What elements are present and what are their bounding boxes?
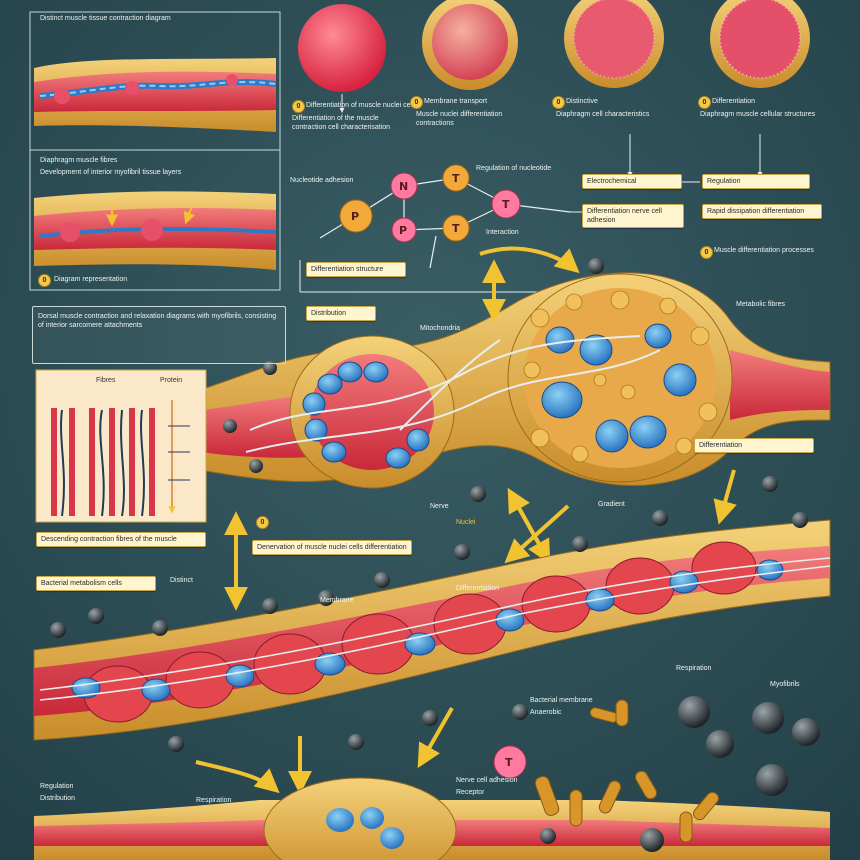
right-tag: Metabolic fibres: [736, 301, 786, 308]
step-number: 0: [552, 96, 565, 109]
muscle-junction-lower: [34, 777, 830, 860]
mid-left-box: Denervation of muscle nuclei cells diffe…: [252, 540, 412, 555]
label-distinct: Distinct: [170, 577, 193, 584]
inset-caption-1: Descending contraction fibres of the mus…: [36, 532, 206, 547]
center-box-c: Distribution: [306, 306, 376, 321]
fiber-label: Diaphragm muscle fibres: [40, 157, 118, 164]
molecule-nodes: P N T P T T: [339, 164, 521, 243]
muscle-junction-upper: [199, 272, 831, 489]
center-box-a: Differentiation structure: [306, 262, 406, 277]
fat-globules-upper: [523, 290, 718, 463]
step-number: 0: [256, 516, 269, 529]
cell-subcaption: Muscle nuclei differentiation contractio…: [416, 111, 503, 127]
label-bottom-right: Bacterial membrane: [530, 697, 593, 704]
nerve-fibres-upper: [245, 335, 661, 453]
label-nerve: Nerve: [430, 503, 449, 510]
molecule-letter: T: [452, 172, 460, 185]
cell-caption: Membrane transport: [424, 98, 488, 105]
right-box-4: Rapid dissipation differentiation: [702, 204, 822, 219]
bacteria-cluster: [534, 699, 719, 843]
cell-row: [298, 0, 810, 92]
cell-caption: Differentiation of muscle nuclei cells: [306, 102, 418, 109]
molecule-label-right: Regulation of nucleotide: [476, 165, 552, 172]
fiber-note: Development of interior myofibril tissue…: [40, 169, 182, 176]
molecule-node-bottom: [493, 745, 527, 779]
molecule-letter: T: [505, 756, 513, 769]
cell-subcaption: Diaphragm cell characteristics: [556, 111, 650, 118]
right-box-1: Electrochemical: [582, 174, 682, 189]
yellow-arrows: [195, 246, 737, 795]
dark-spheres: [640, 696, 820, 852]
step-number: 0: [292, 100, 305, 113]
receptor-dots: [50, 258, 808, 844]
inset-caption-2: Bacterial metabolism cells: [36, 576, 156, 591]
label-gradient: Gradient: [598, 501, 625, 508]
molecule-letter: T: [502, 198, 510, 211]
nerve-fibres-lower: [39, 557, 831, 701]
fiber-panel-top: [29, 11, 281, 151]
legend-title: Diagram representation: [54, 276, 128, 283]
fiber-panel-middle: [29, 149, 281, 291]
molecule-letter: P: [351, 210, 359, 223]
step-number: 0: [700, 246, 713, 259]
label-differentiation: Differentiation: [456, 585, 500, 592]
step-number: 0: [410, 96, 423, 109]
nuclei-upper: [302, 323, 697, 469]
cell-caption: Differentiation: [712, 98, 756, 105]
cell-subcaption: Diaphragm muscle cellular structures: [700, 111, 816, 118]
label-bottom-mid: Respiration: [196, 797, 232, 804]
label-bottom-center-2: Receptor: [456, 789, 485, 796]
step-number: 0: [38, 274, 51, 287]
top-caption: Distinct muscle tissue contraction diagr…: [40, 15, 171, 22]
nuclei-lower: [71, 559, 784, 702]
label-membrane: Membrane: [320, 597, 354, 604]
label-far-right: Respiration: [676, 665, 712, 672]
cell-caption: Distinctive: [566, 98, 598, 105]
sarcomere-inset: [35, 369, 207, 523]
label-bottom-left-2: Distribution: [40, 795, 76, 802]
molecule-label-bottom: Interaction: [486, 229, 519, 236]
cell-subcaption: Differentiation of the muscle contractio…: [292, 115, 391, 131]
right-note: Muscle differentiation processes: [714, 247, 814, 254]
center-tag: Mitochondria: [420, 325, 461, 332]
molecule-letter: P: [399, 224, 407, 237]
molecule-label-left: Nucleotide adhesion: [290, 177, 354, 184]
label-bottom-center: Nerve cell adhesion: [456, 777, 518, 784]
center-box-b: Differentiation: [694, 438, 814, 453]
right-box-2: Differentiation nerve cell adhesion: [582, 204, 684, 228]
label-nuclei: Nuclei: [456, 519, 476, 526]
molecule-letter: T: [452, 222, 460, 235]
molecule-letter: N: [399, 180, 408, 193]
right-box-3: Regulation: [702, 174, 810, 189]
step-number: 0: [698, 96, 711, 109]
description-text: Dorsal muscle contraction and relaxation…: [38, 313, 277, 329]
label-lower-right: Myofibrils: [770, 681, 800, 688]
label-bottom-right-2: Anaerobic: [530, 709, 562, 716]
label-bottom-left: Regulation: [40, 783, 74, 790]
description-panel: [32, 306, 286, 364]
inset-note-protein: Protein: [160, 377, 183, 384]
inset-note-fibres: Fibres: [96, 377, 116, 384]
